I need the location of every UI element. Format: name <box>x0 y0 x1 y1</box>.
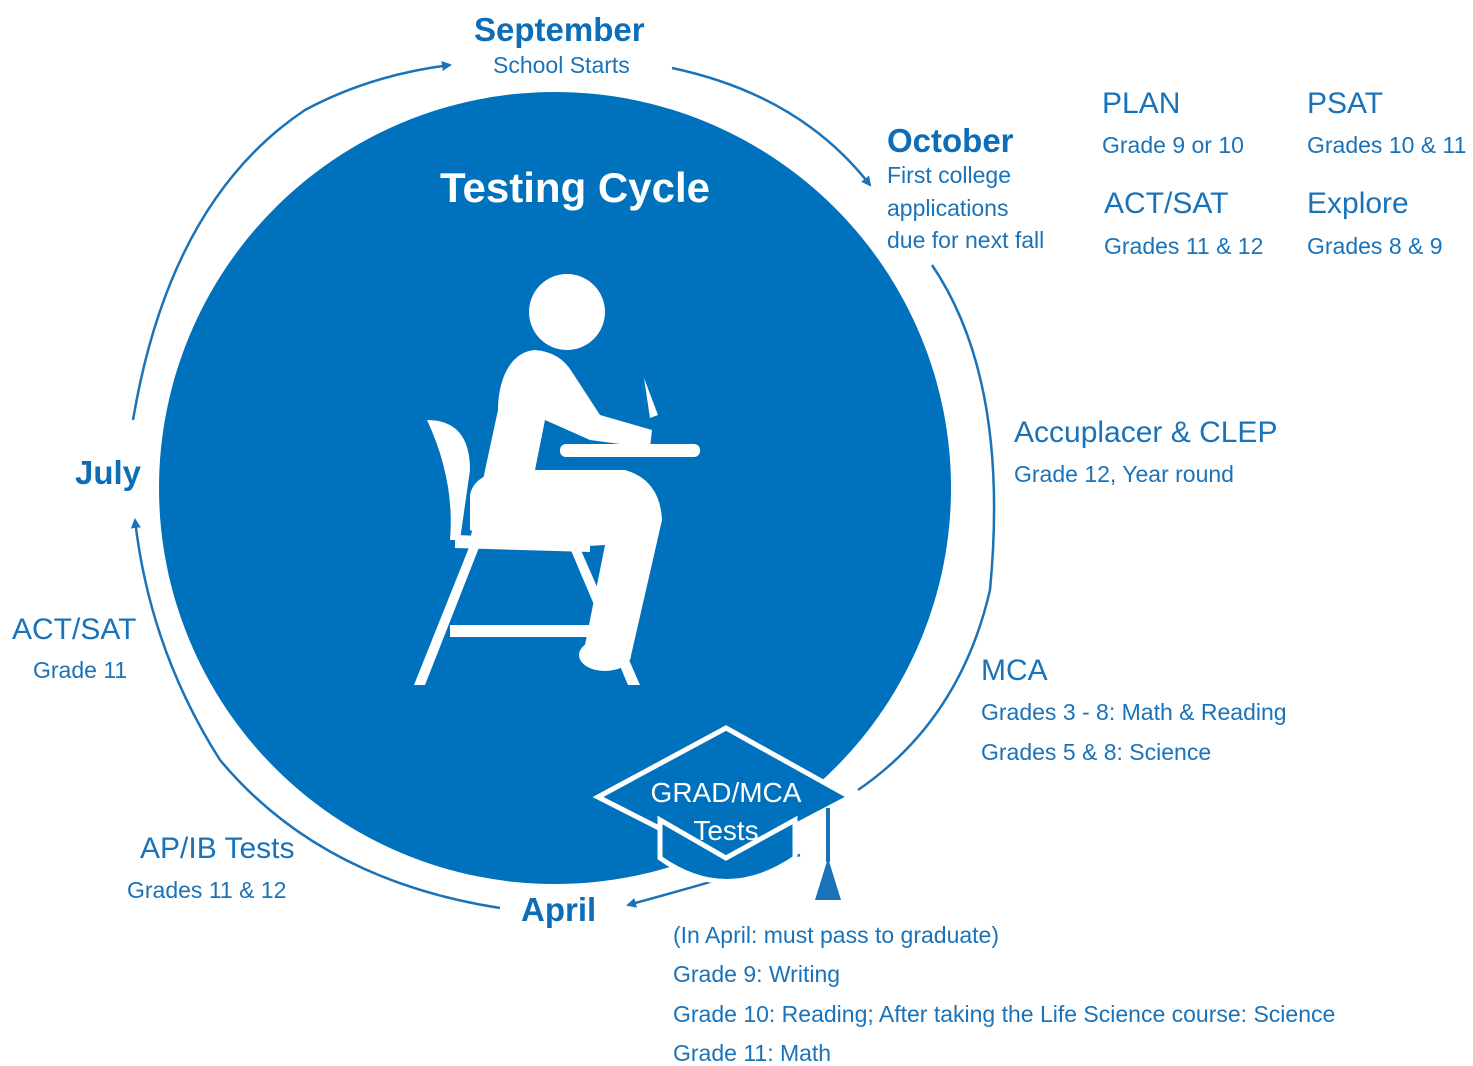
student-at-desk-icon <box>414 274 700 685</box>
grad-mca-note-3: Grade 10: Reading; After taking the Life… <box>673 1001 1336 1027</box>
arrow-july-to-september <box>131 61 452 421</box>
test-act-sat-fall-grades: Grades 11 & 12 <box>1104 233 1264 259</box>
test-mca-name: MCA <box>981 654 1048 687</box>
test-mca-line-2: Grades 5 & 8: Science <box>981 739 1212 765</box>
cap-label-line-2: Tests <box>693 815 759 846</box>
october-note-line-3: due for next fall <box>887 227 1045 253</box>
test-mca-line-1: Grades 3 - 8: Math & Reading <box>981 699 1287 725</box>
cycle-arrows <box>130 61 996 910</box>
test-ap-ib-name: AP/IB Tests <box>140 832 295 865</box>
test-explore-name: Explore <box>1307 187 1409 220</box>
october-note-line-1: First college <box>887 162 1011 188</box>
month-july: July <box>75 454 142 491</box>
graduation-cap-icon <box>592 725 856 900</box>
september-note: School Starts <box>493 52 630 78</box>
test-ap-ib-grades: Grades 11 & 12 <box>127 877 287 903</box>
test-explore-grades: Grades 8 & 9 <box>1307 233 1443 259</box>
test-act-sat-spring-grades: Grade 11 <box>33 657 128 683</box>
arc-april-to-july <box>130 518 501 910</box>
test-psat-grades: Grades 10 & 11 <box>1307 132 1467 158</box>
arrow-september-to-october <box>671 66 872 187</box>
test-act-sat-spring-name: ACT/SAT <box>12 613 137 646</box>
test-act-sat-fall-name: ACT/SAT <box>1104 187 1229 220</box>
test-plan-name: PLAN <box>1102 87 1181 120</box>
grad-mca-note-1: (In April: must pass to graduate) <box>673 922 999 948</box>
month-september: September <box>474 11 645 48</box>
test-psat-name: PSAT <box>1307 87 1384 120</box>
month-october: October <box>887 122 1014 159</box>
grad-mca-note-2: Grade 9: Writing <box>673 961 841 987</box>
grad-mca-note-4: Grade 11: Math <box>673 1040 832 1066</box>
month-april: April <box>521 891 597 928</box>
cap-label-line-1: GRAD/MCA <box>650 777 802 808</box>
test-plan-grades: Grade 9 or 10 <box>1102 132 1244 158</box>
arc-october-to-mca <box>857 264 996 792</box>
october-note-line-2: applications <box>887 195 1009 221</box>
diagram-title: Testing Cycle <box>440 164 710 211</box>
test-accuplacer-clep-name: Accuplacer & CLEP <box>1014 416 1278 449</box>
test-accuplacer-clep-grades: Grade 12, Year round <box>1014 461 1234 487</box>
